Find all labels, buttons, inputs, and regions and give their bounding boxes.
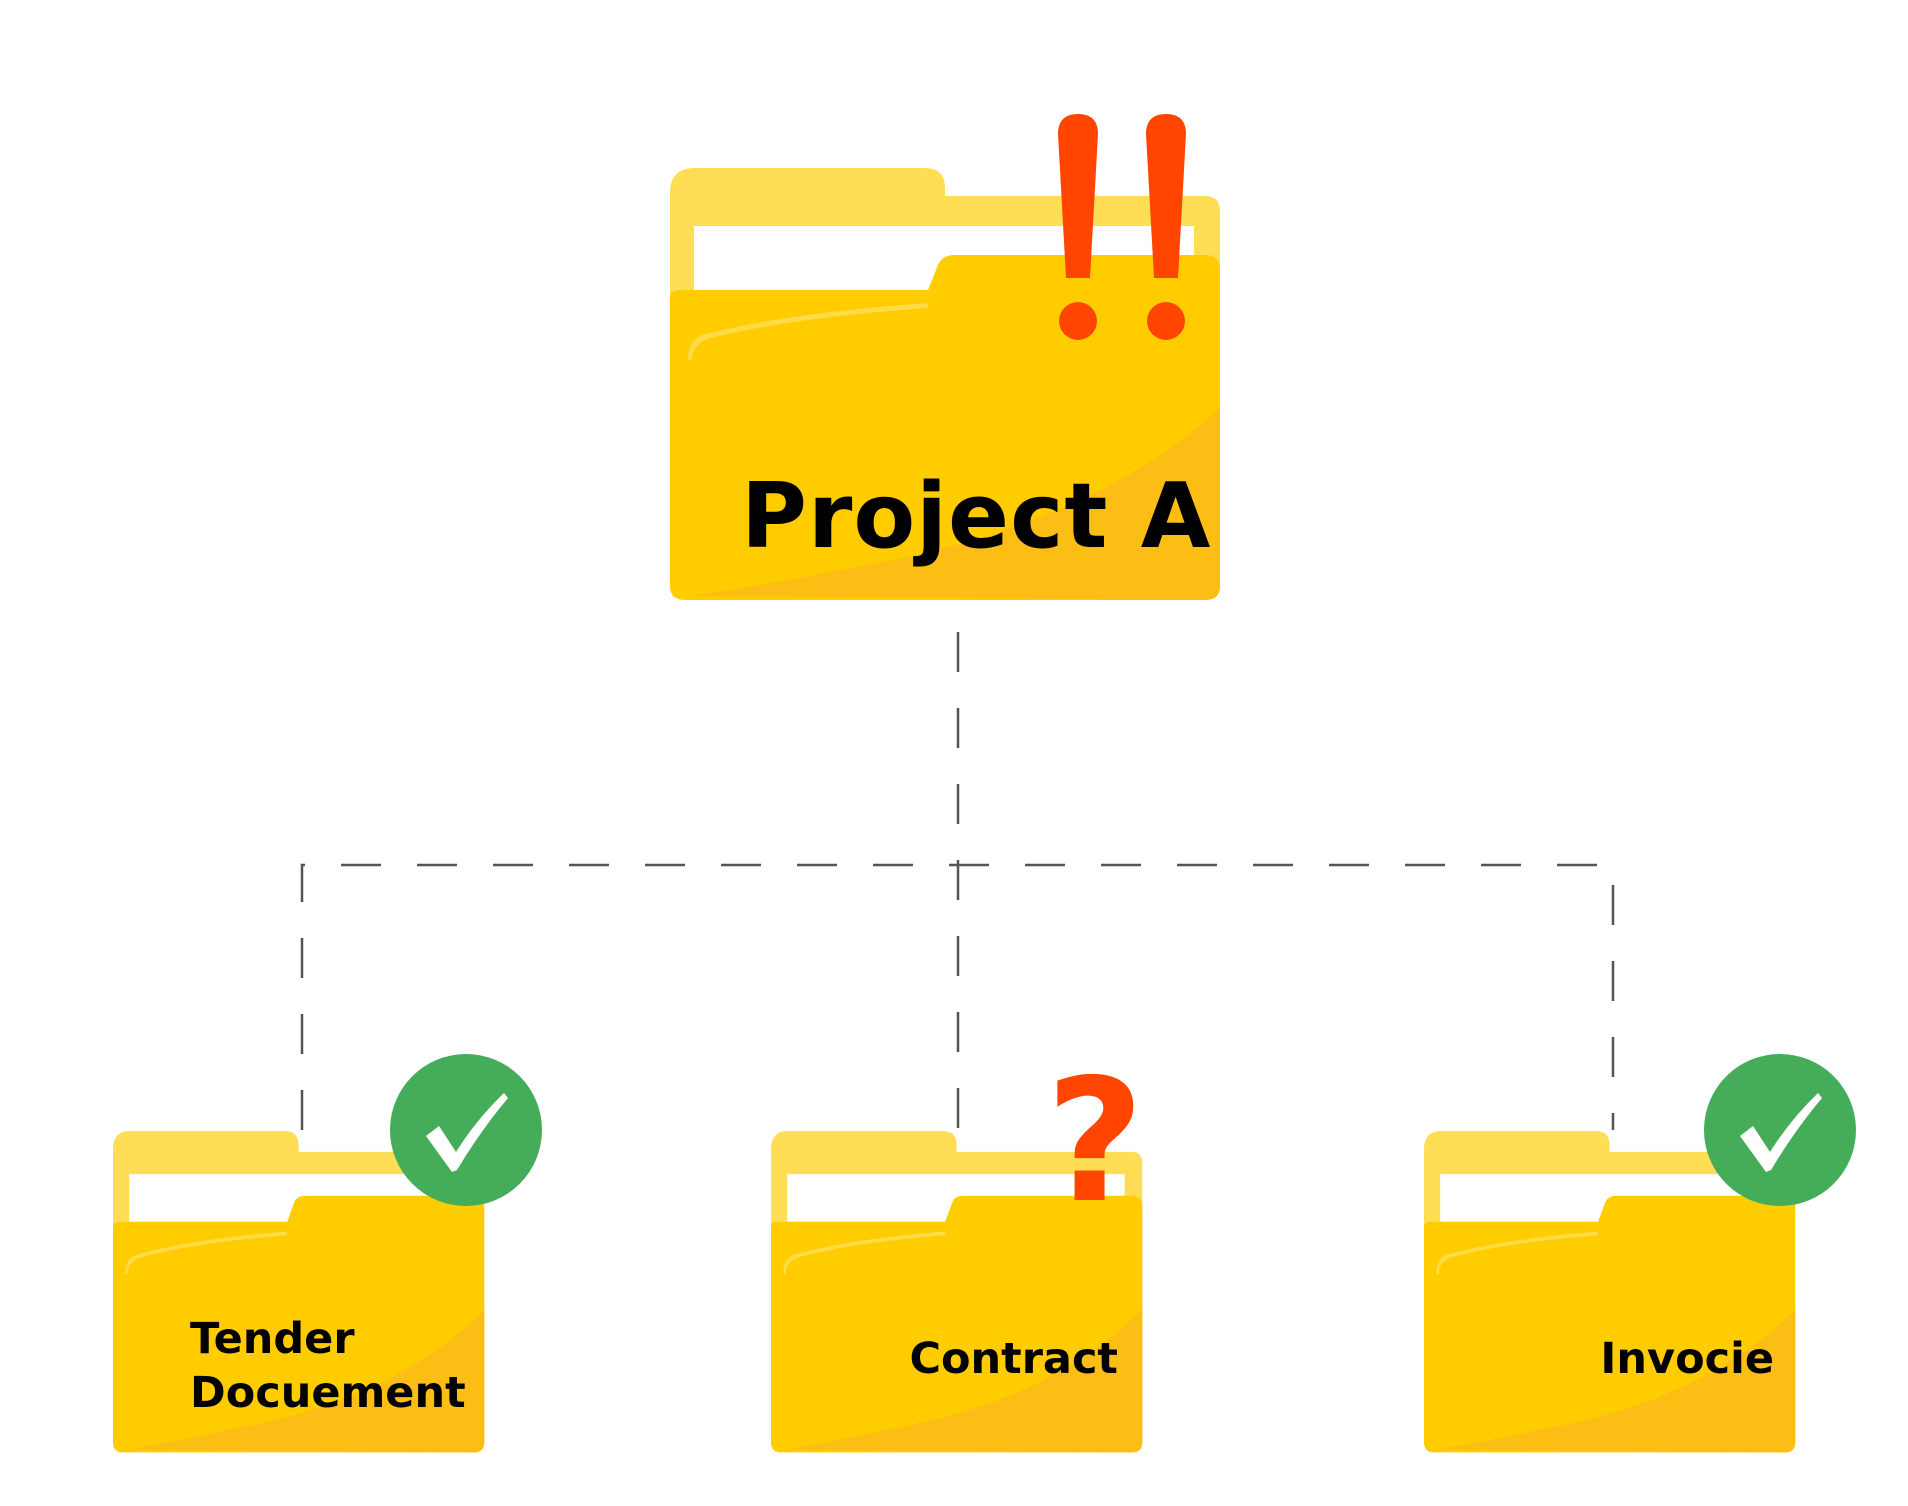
- connector-branch: [300, 863, 1615, 1130]
- root-folder-label: Project A: [741, 464, 1212, 569]
- double-exclamation-icon: [1058, 114, 1186, 340]
- tender-document-label-line2: Docuement: [190, 1368, 466, 1418]
- question-mark-icon: ?: [1046, 1043, 1145, 1241]
- child-folder-invoice[interactable]: [1424, 1054, 1856, 1453]
- check-circle-icon: [390, 1054, 542, 1206]
- connector-lines: [300, 632, 1615, 1130]
- invoice-label: Invocie: [1600, 1334, 1774, 1384]
- check-circle-icon: [1704, 1054, 1856, 1206]
- tender-document-label-line1: Tender: [190, 1314, 355, 1364]
- tender-document-label: Tender Docuement: [190, 1312, 510, 1420]
- contract-label: Contract: [909, 1334, 1118, 1384]
- child-folder-contract[interactable]: ?: [771, 1043, 1145, 1453]
